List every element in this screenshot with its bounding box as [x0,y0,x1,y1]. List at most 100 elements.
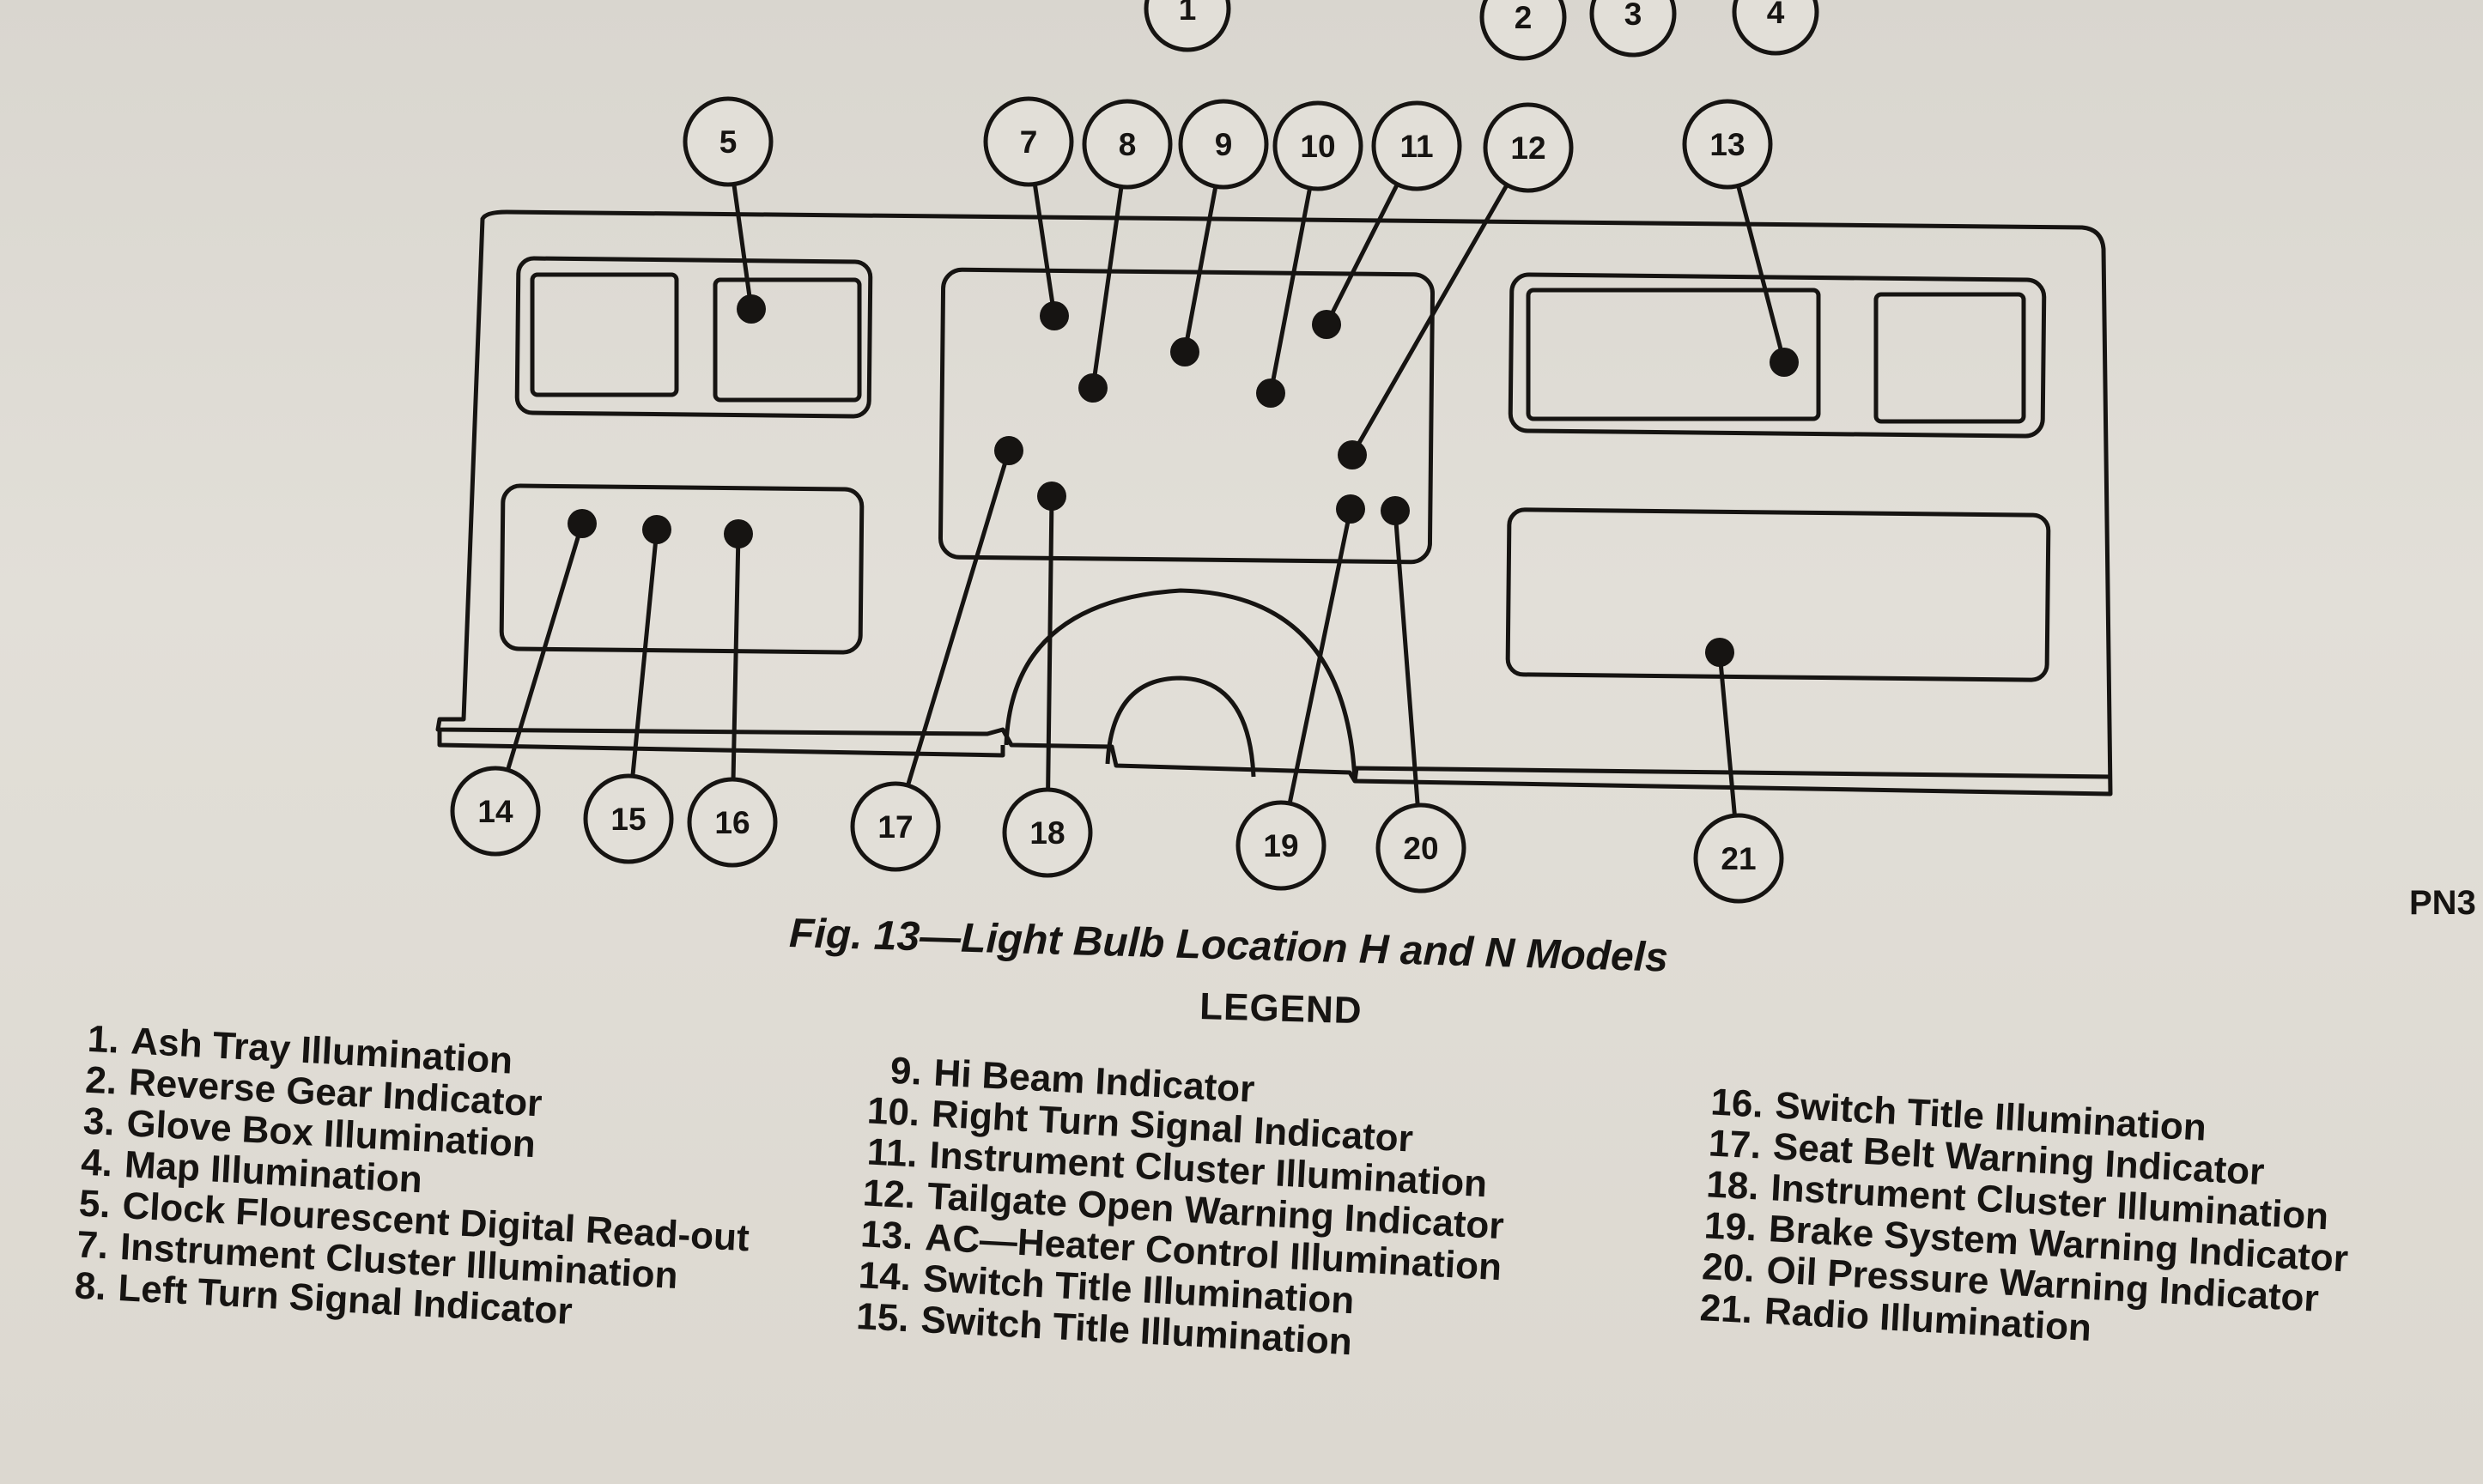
callout-number: 16 [714,805,750,840]
legend-item-number: 3. [82,1099,116,1144]
callout-number: 18 [1029,815,1065,851]
leader-line-20 [1393,508,1424,851]
callout-circle [1682,99,1773,190]
callout-number: 15 [610,802,646,837]
callout-20: 20 [1375,803,1466,893]
callout-circle [1375,803,1466,893]
callout-number: 8 [1119,127,1137,162]
callout-16: 16 [687,777,778,868]
legend-title: LEGEND [1199,985,1363,1033]
callout-number: 5 [719,124,738,160]
callout-circle [450,766,541,857]
bulb-marker-17 [994,436,1023,465]
callout-number: 12 [1510,130,1545,166]
callout-2: 2 [1479,0,1567,61]
callout-number: 21 [1721,841,1756,876]
legend-column-2: 9.Hi Beam Indicator 10.Right Turn Signal… [847,1049,1511,1371]
callout-11: 11 [1371,100,1462,191]
bulb-marker-14 [568,509,597,538]
callout-number: 7 [1020,124,1038,160]
callout-number: 2 [1515,0,1533,35]
legend-item-number: 1. [86,1017,120,1062]
callout-8: 8 [1082,99,1173,190]
callout-circle [683,96,774,187]
callout-10: 10 [1272,100,1363,191]
callout-number: 1 [1179,0,1197,27]
figure-caption: Fig. 13—Light Bulb Location H and N Mode… [788,910,1669,981]
heater-control-window [1526,288,1821,421]
callout-circle [850,781,941,872]
bulb-markers [568,294,1799,667]
leader-line-14 [493,521,585,814]
clock-window [713,277,862,403]
callout-circle [1693,813,1784,904]
side-code: PN3 [2409,884,2476,922]
legend-item-number: 8. [73,1264,107,1309]
callout-14: 14 [450,766,541,857]
bulb-marker-7 [1040,301,1069,330]
bulb-marker-18 [1037,482,1066,511]
callout-circle [1272,100,1363,191]
callout-circle [1178,99,1269,190]
leader-line-18 [1045,494,1054,835]
legend-item-number: 15. [855,1295,910,1341]
legend-item-number: 5. [77,1182,112,1227]
callout-circle [1144,0,1231,52]
bulb-marker-10 [1256,379,1285,408]
legend-item-number: 9. [889,1049,923,1093]
callout-number: 3 [1624,0,1642,32]
callout-circle [687,777,778,868]
callout-circle [1483,102,1574,193]
callout-17: 17 [850,781,941,872]
callout-circle [1479,0,1567,61]
callout-21: 21 [1693,813,1784,904]
leader-line-15 [626,527,659,821]
right-upper-pod [1508,272,2047,439]
panel-outline [435,209,2113,797]
bulb-marker-16 [724,519,753,548]
callout-number: 19 [1263,828,1298,863]
bulb-marker-11 [1312,310,1341,339]
callout-19: 19 [1235,800,1326,891]
callout-4: 4 [1732,0,1819,56]
callout-number: 14 [477,794,513,829]
callout-circle [983,96,1074,187]
steering-column-inner-arch [1105,675,1256,778]
callout-9: 9 [1178,99,1269,190]
callout-number: 13 [1709,127,1745,162]
bulb-marker-12 [1338,440,1367,469]
legend-item-number: 16. [1709,1081,1764,1126]
bulb-marker-21 [1705,638,1734,667]
legend-item-number: 14. [857,1254,913,1299]
callout-13: 13 [1682,99,1773,190]
radio-window [1505,507,2051,682]
legend-column-3: 16.Switch Title Illumination 17.Seat Bel… [1691,1081,2356,1362]
callout-1: 1 [1144,0,1231,52]
leader-line-16 [730,531,741,825]
instrument-cluster [938,267,1436,565]
legend-item-number: 18. [1705,1163,1760,1208]
callout-15: 15 [583,773,674,864]
bulb-marker-15 [642,515,671,544]
legend-item-number: 10. [865,1089,921,1135]
callout-number: 11 [1399,129,1433,164]
callout-5: 5 [683,96,774,187]
legend-item-number: 17. [1707,1122,1763,1167]
bulb-marker-5 [737,294,766,324]
legend-item-number: 12. [861,1172,917,1217]
right-small-window [1873,292,2026,424]
steering-column-arch [1004,588,1357,782]
callout-circle [1002,787,1093,878]
callout-circle [583,773,674,864]
callout-18: 18 [1002,787,1093,878]
callout-circle [1589,0,1677,58]
panel-bottom-lip [437,730,2111,782]
callout-circle [1082,99,1173,190]
legend-item-number: 7. [76,1223,110,1268]
callout-7: 7 [983,96,1074,187]
left-upper-pod [514,256,873,419]
bulb-marker-20 [1381,496,1410,525]
legend-item-number: 21. [1698,1287,1754,1332]
dashboard-panel [435,209,2113,797]
